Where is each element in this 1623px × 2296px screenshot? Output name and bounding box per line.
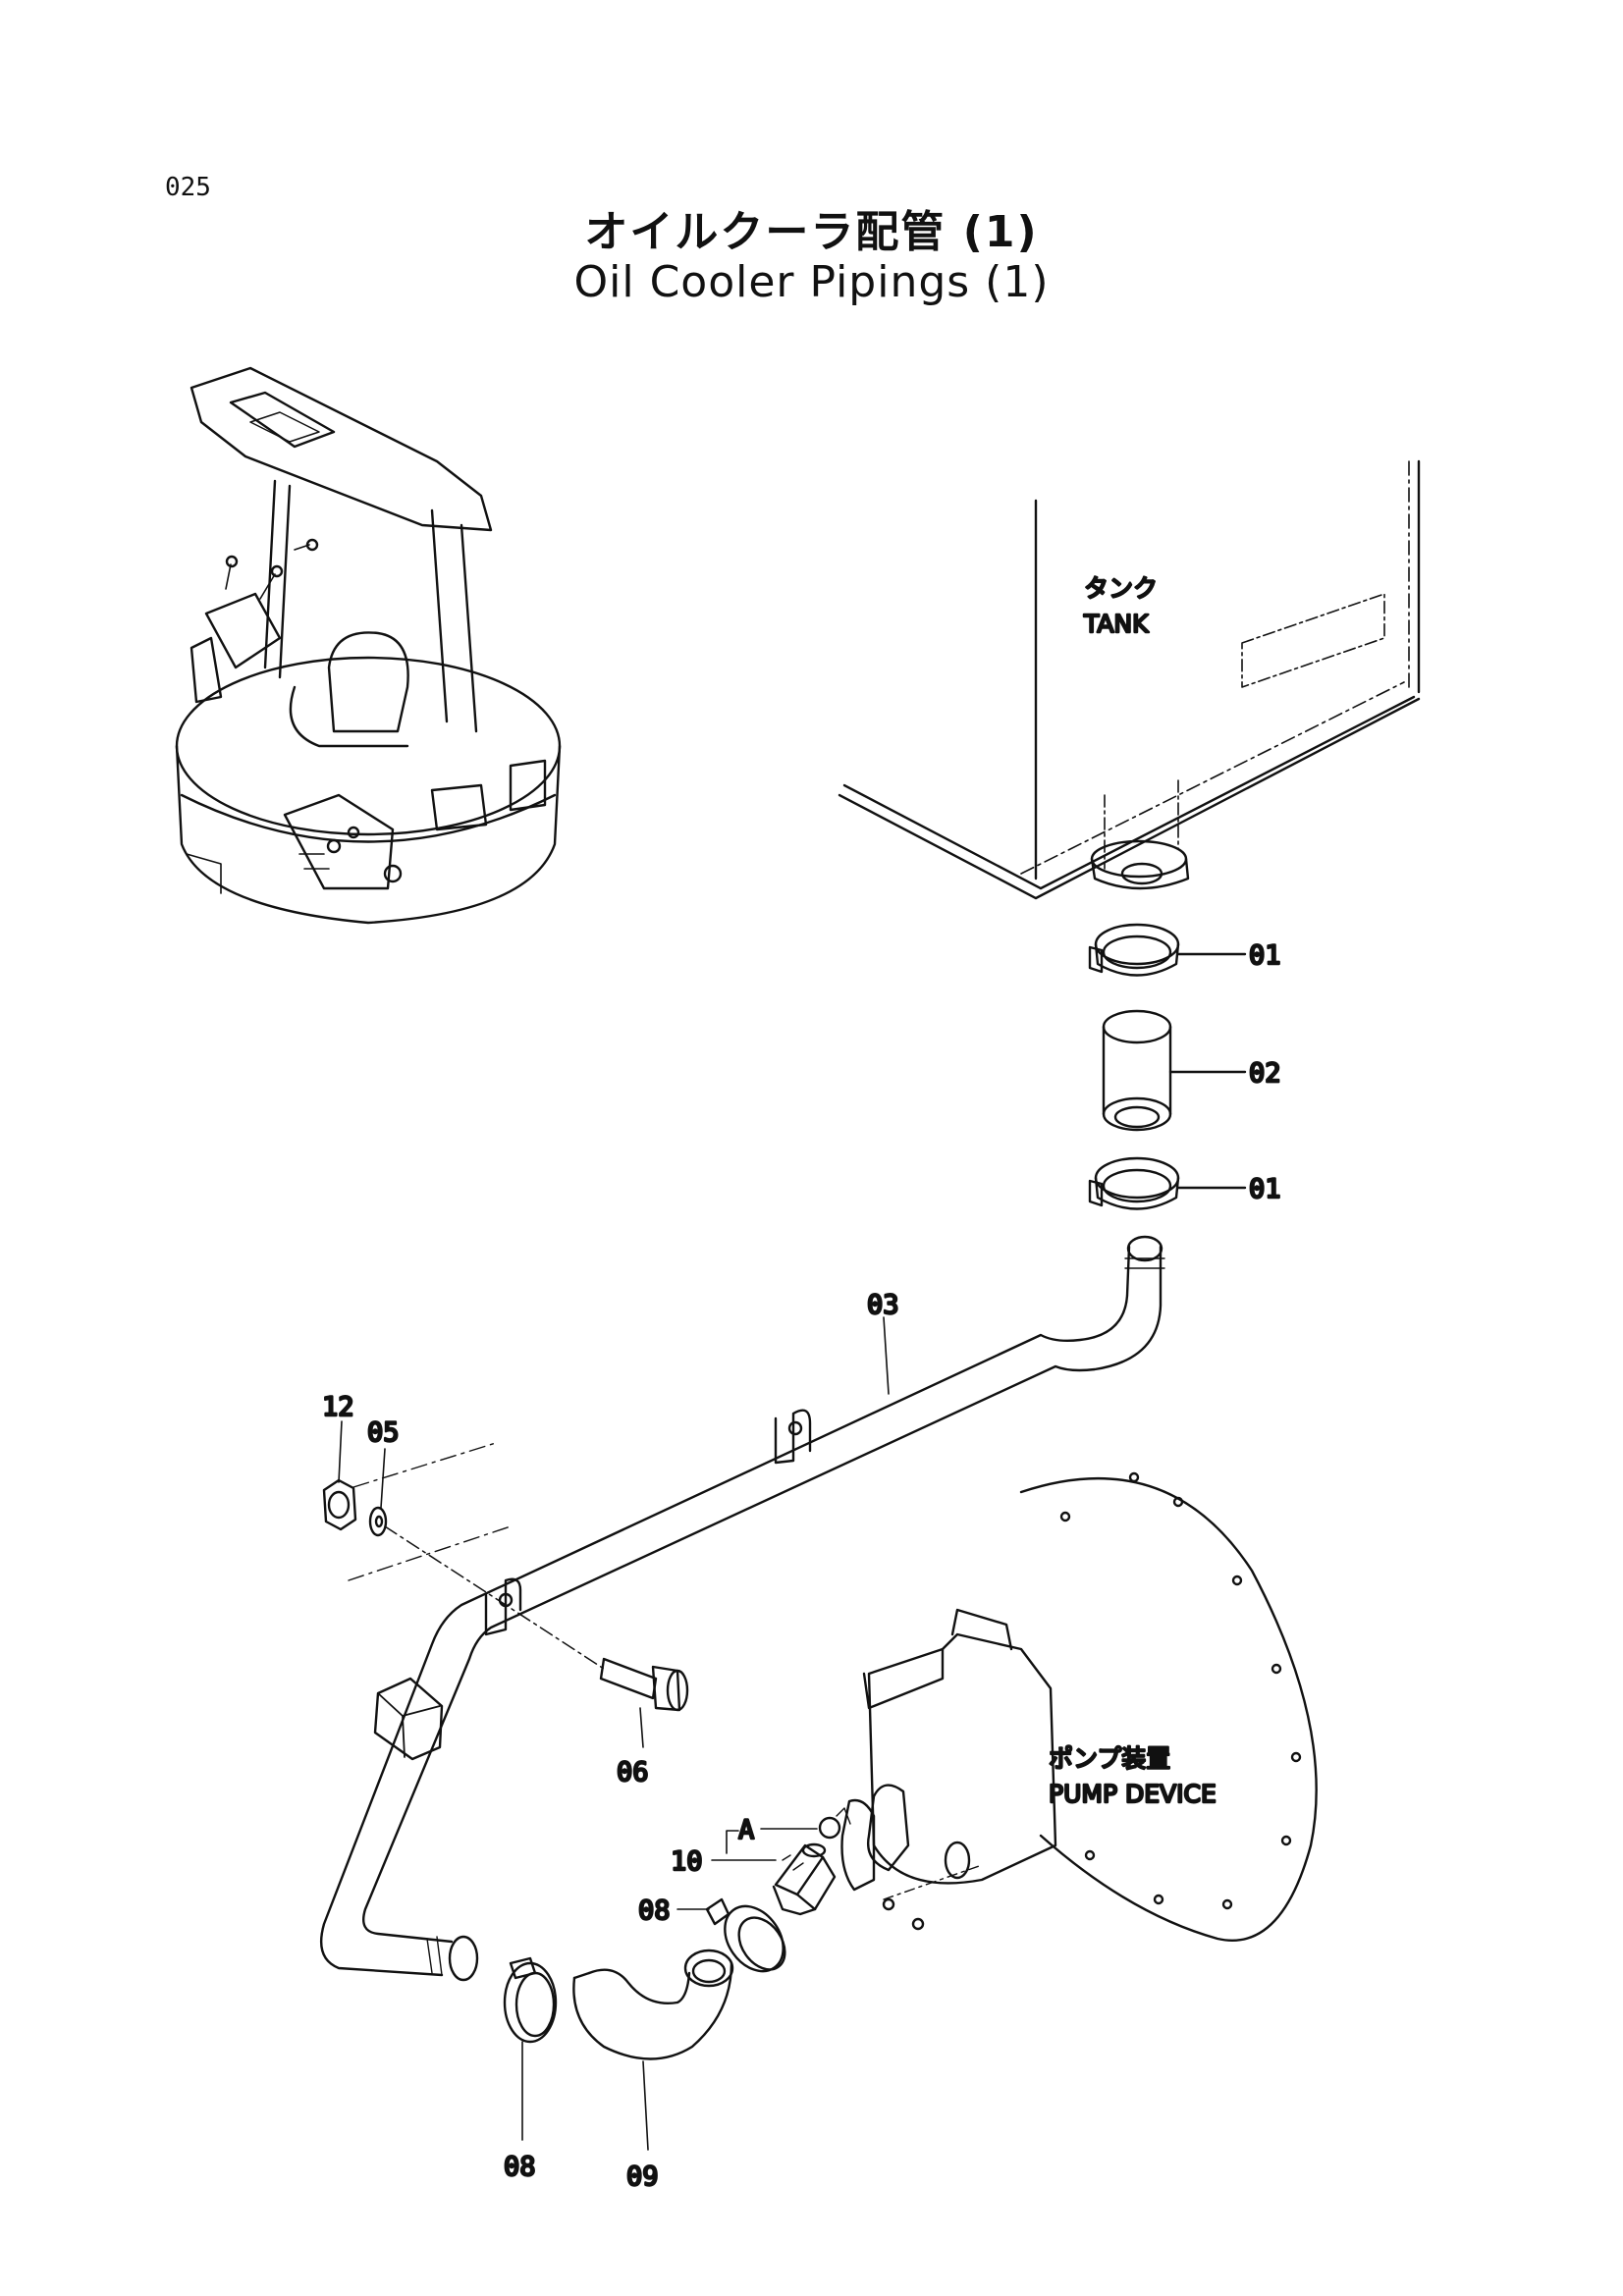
- oil-cooler-pipe: [319, 1235, 1165, 1982]
- leader-09: [642, 2060, 649, 2151]
- hose-clamp-lower: [1088, 1156, 1180, 1210]
- tank-label-japanese: タンク: [1084, 574, 1158, 603]
- mounting-bolt: [599, 1657, 689, 1712]
- leader-reference-a: [726, 1830, 739, 1854]
- callout-01-upper: 01: [1249, 940, 1281, 971]
- callout-02: 02: [1249, 1058, 1281, 1089]
- leader-06: [639, 1707, 644, 1748]
- reference-a-tick: [836, 1807, 851, 1825]
- callout-08-lower: 08: [504, 2152, 536, 2182]
- callout-01-lower: 01: [1249, 1174, 1281, 1204]
- machine-overview-illustration: [175, 366, 562, 925]
- hose-clamp-08-lower: [503, 1956, 558, 2044]
- washer: [368, 1506, 388, 1537]
- callout-08-upper: 08: [638, 1896, 671, 1926]
- frame-reference-lines: [348, 1442, 512, 1581]
- pump-device-illustration: [840, 1471, 1318, 1942]
- pump-label-english: PUMP DEVICE: [1049, 1780, 1217, 1808]
- tank-label-english: TANK: [1083, 610, 1149, 638]
- callout-06: 06: [617, 1757, 649, 1788]
- rubber-hose: [1102, 1009, 1172, 1132]
- reference-a-target: [818, 1816, 841, 1840]
- elbow-hose: [572, 1949, 734, 2060]
- callout-09: 09: [626, 2162, 659, 2192]
- bolt-axis-line: [384, 1525, 605, 1670]
- callout-10: 10: [671, 1846, 703, 1877]
- page-title-english: Oil Cooler Pipings (1): [573, 257, 1050, 307]
- callout-05: 05: [367, 1417, 400, 1448]
- pump-label-japanese: ポンプ装置: [1049, 1744, 1170, 1773]
- reference-marker-a: A: [738, 1815, 754, 1845]
- hex-nut: [322, 1478, 357, 1531]
- callout-03: 03: [867, 1290, 899, 1320]
- page-number: 025: [165, 173, 211, 202]
- hose-clamp-08-upper: [705, 1897, 786, 1973]
- callout-12: 12: [322, 1392, 354, 1422]
- leader-03: [883, 1316, 890, 1395]
- tank-illustration: [838, 459, 1421, 900]
- elbow-fitting: [772, 1842, 837, 1916]
- hose-clamp-upper: [1088, 923, 1180, 977]
- leader-12: [338, 1420, 343, 1483]
- page-title-japanese: オイルクーラ配管 (1): [584, 207, 1039, 257]
